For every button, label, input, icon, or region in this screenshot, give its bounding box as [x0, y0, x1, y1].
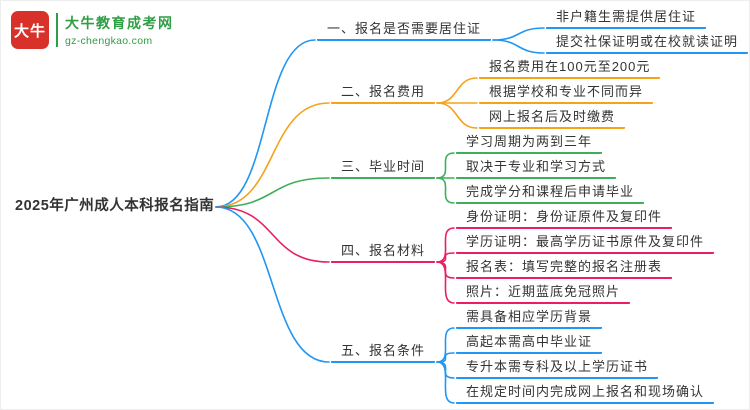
leaf-node-1-1: 非户籍生需提供居住证 — [546, 8, 707, 29]
branch-node-5: 五、报名条件 — [331, 342, 436, 363]
logo-text-block: 大牛教育成考网 gz-chengkao.com — [65, 13, 174, 47]
leaf-node-4-2: 学历证明：最高学历证书原件及复印件 — [456, 233, 715, 254]
leaf-node-5-3: 专升本需专科及以上学历证书 — [456, 358, 659, 379]
leaf-node-2-1: 报名费用在100元至200元 — [479, 58, 661, 79]
site-logo: 大牛 大牛教育成考网 gz-chengkao.com — [11, 11, 174, 49]
logo-site-name: 大牛教育成考网 — [65, 15, 174, 31]
daniu-bull-logo-icon: 大牛 — [11, 11, 49, 49]
leaf-node-4-3: 报名表：填写完整的报名注册表 — [456, 258, 673, 279]
branch-node-4: 四、报名材料 — [331, 242, 436, 263]
leaf-node-4-1: 身份证明：身份证原件及复印件 — [456, 208, 673, 229]
leaf-node-3-1: 学习周期为两到三年 — [456, 133, 603, 154]
logo-divider — [56, 13, 58, 47]
root-topic: 2025年广州成人本科报名指南 — [15, 198, 215, 214]
branch-node-2: 二、报名费用 — [331, 83, 436, 104]
leaf-node-5-4: 在规定时间内完成网上报名和现场确认 — [456, 383, 715, 404]
leaf-node-3-3: 完成学分和课程后申请毕业 — [456, 183, 645, 204]
logo-site-url: gz-chengkao.com — [65, 35, 153, 47]
leaf-node-2-3: 网上报名后及时缴费 — [479, 108, 626, 129]
leaf-node-4-4: 照片：近期蓝底免冠照片 — [456, 283, 631, 304]
leaf-node-1-2: 提交社保证明或在校就读证明 — [546, 33, 749, 54]
leaf-node-2-2: 根据学校和专业不同而异 — [479, 83, 654, 104]
leaf-node-5-1: 需具备相应学历背景 — [456, 308, 603, 329]
leaf-node-5-2: 高起本需高中毕业证 — [456, 333, 603, 354]
leaf-node-3-2: 取决于专业和学习方式 — [456, 158, 617, 179]
branch-node-3: 三、毕业时间 — [331, 158, 436, 179]
branch-node-1: 一、报名是否需要居住证 — [317, 20, 492, 41]
